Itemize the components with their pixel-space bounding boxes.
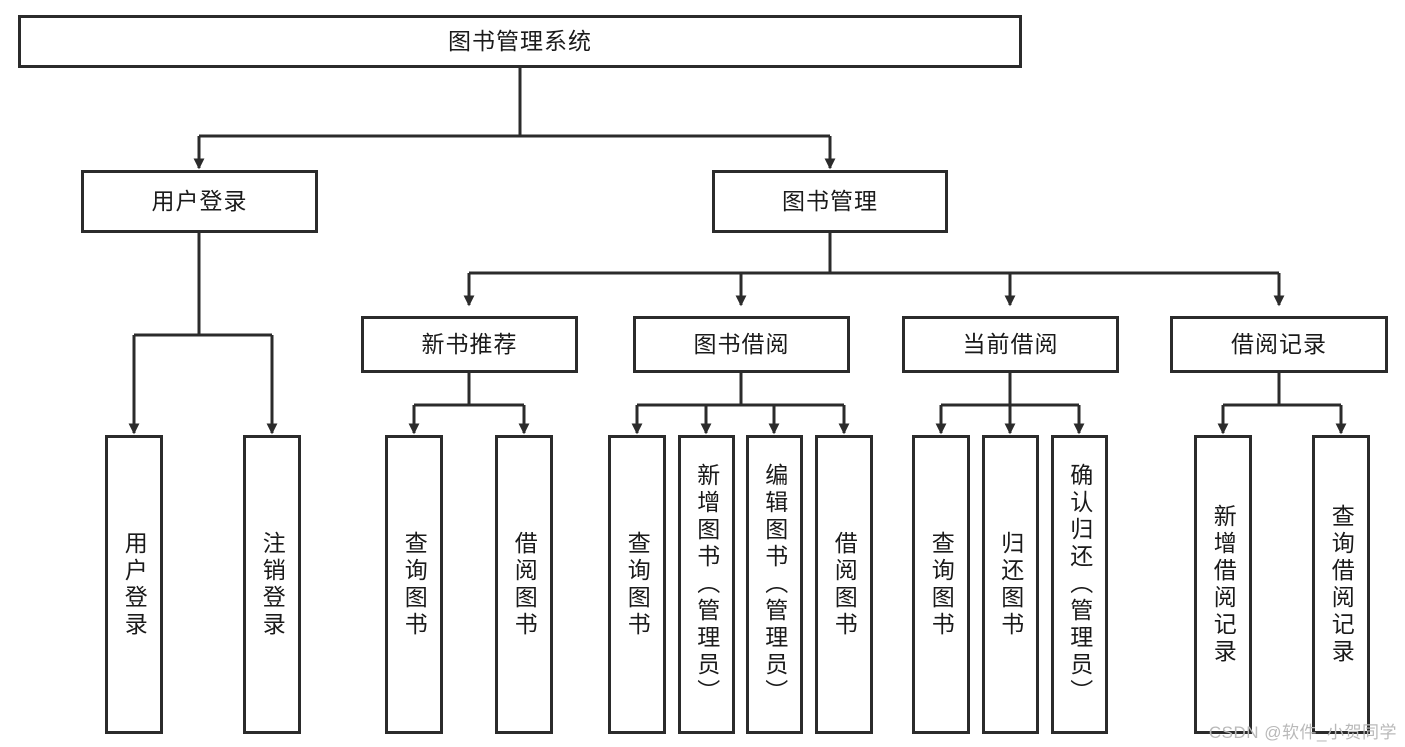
- node-leaf-query-book-2-label: 查询图书: [624, 530, 651, 639]
- node-leaf-query-record-label: 查询借阅记录: [1328, 503, 1355, 666]
- node-leaf-query-book-1-label: 查询图书: [401, 530, 428, 639]
- node-book-borrow[interactable]: 图书借阅: [633, 316, 850, 373]
- node-leaf-logout-login-label: 注销登录: [259, 530, 286, 639]
- node-leaf-logout-login[interactable]: 注销登录: [243, 435, 301, 734]
- node-leaf-return-book-label: 归还图书: [997, 530, 1024, 639]
- node-leaf-borrow-book-2-label: 借阅图书: [831, 530, 858, 639]
- node-leaf-add-book[interactable]: 新增图书（管理员）: [678, 435, 735, 734]
- node-leaf-add-record[interactable]: 新增借阅记录: [1194, 435, 1252, 734]
- node-leaf-confirm-return-label: 确认归还（管理员）: [1066, 463, 1093, 706]
- node-leaf-query-book-2[interactable]: 查询图书: [608, 435, 666, 734]
- node-new-book-recommend-label: 新书推荐: [421, 331, 518, 358]
- node-book-manage-label: 图书管理: [782, 188, 878, 215]
- node-leaf-borrow-book-1[interactable]: 借阅图书: [495, 435, 553, 734]
- node-leaf-confirm-return[interactable]: 确认归还（管理员）: [1051, 435, 1108, 734]
- node-user-login-label: 用户登录: [151, 188, 248, 215]
- node-leaf-query-record[interactable]: 查询借阅记录: [1312, 435, 1370, 734]
- node-leaf-add-book-label: 新增图书（管理员）: [693, 463, 720, 706]
- node-leaf-add-record-label: 新增借阅记录: [1210, 503, 1237, 666]
- node-borrow-record-label: 借阅记录: [1231, 331, 1327, 358]
- node-borrow-record[interactable]: 借阅记录: [1170, 316, 1388, 373]
- node-root-label: 图书管理系统: [448, 28, 592, 55]
- node-leaf-return-book[interactable]: 归还图书: [982, 435, 1039, 734]
- node-book-borrow-label: 图书借阅: [693, 331, 790, 358]
- node-leaf-edit-book-label: 编辑图书（管理员）: [761, 463, 788, 706]
- node-current-borrow-label: 当前借阅: [962, 331, 1059, 358]
- watermark: CSDN @软件_小贺同学: [1208, 723, 1397, 742]
- node-root[interactable]: 图书管理系统: [18, 15, 1022, 68]
- node-leaf-user-login-label: 用户登录: [121, 530, 148, 639]
- node-leaf-query-book-3[interactable]: 查询图书: [912, 435, 970, 734]
- node-leaf-borrow-book-1-label: 借阅图书: [511, 530, 538, 639]
- node-current-borrow[interactable]: 当前借阅: [902, 316, 1119, 373]
- node-book-manage[interactable]: 图书管理: [712, 170, 948, 233]
- node-new-book-recommend[interactable]: 新书推荐: [361, 316, 578, 373]
- node-leaf-borrow-book-2[interactable]: 借阅图书: [815, 435, 873, 734]
- node-leaf-user-login[interactable]: 用户登录: [105, 435, 163, 734]
- node-leaf-edit-book[interactable]: 编辑图书（管理员）: [746, 435, 803, 734]
- node-user-login[interactable]: 用户登录: [81, 170, 318, 233]
- node-leaf-query-book-3-label: 查询图书: [928, 530, 955, 639]
- node-leaf-query-book-1[interactable]: 查询图书: [385, 435, 443, 734]
